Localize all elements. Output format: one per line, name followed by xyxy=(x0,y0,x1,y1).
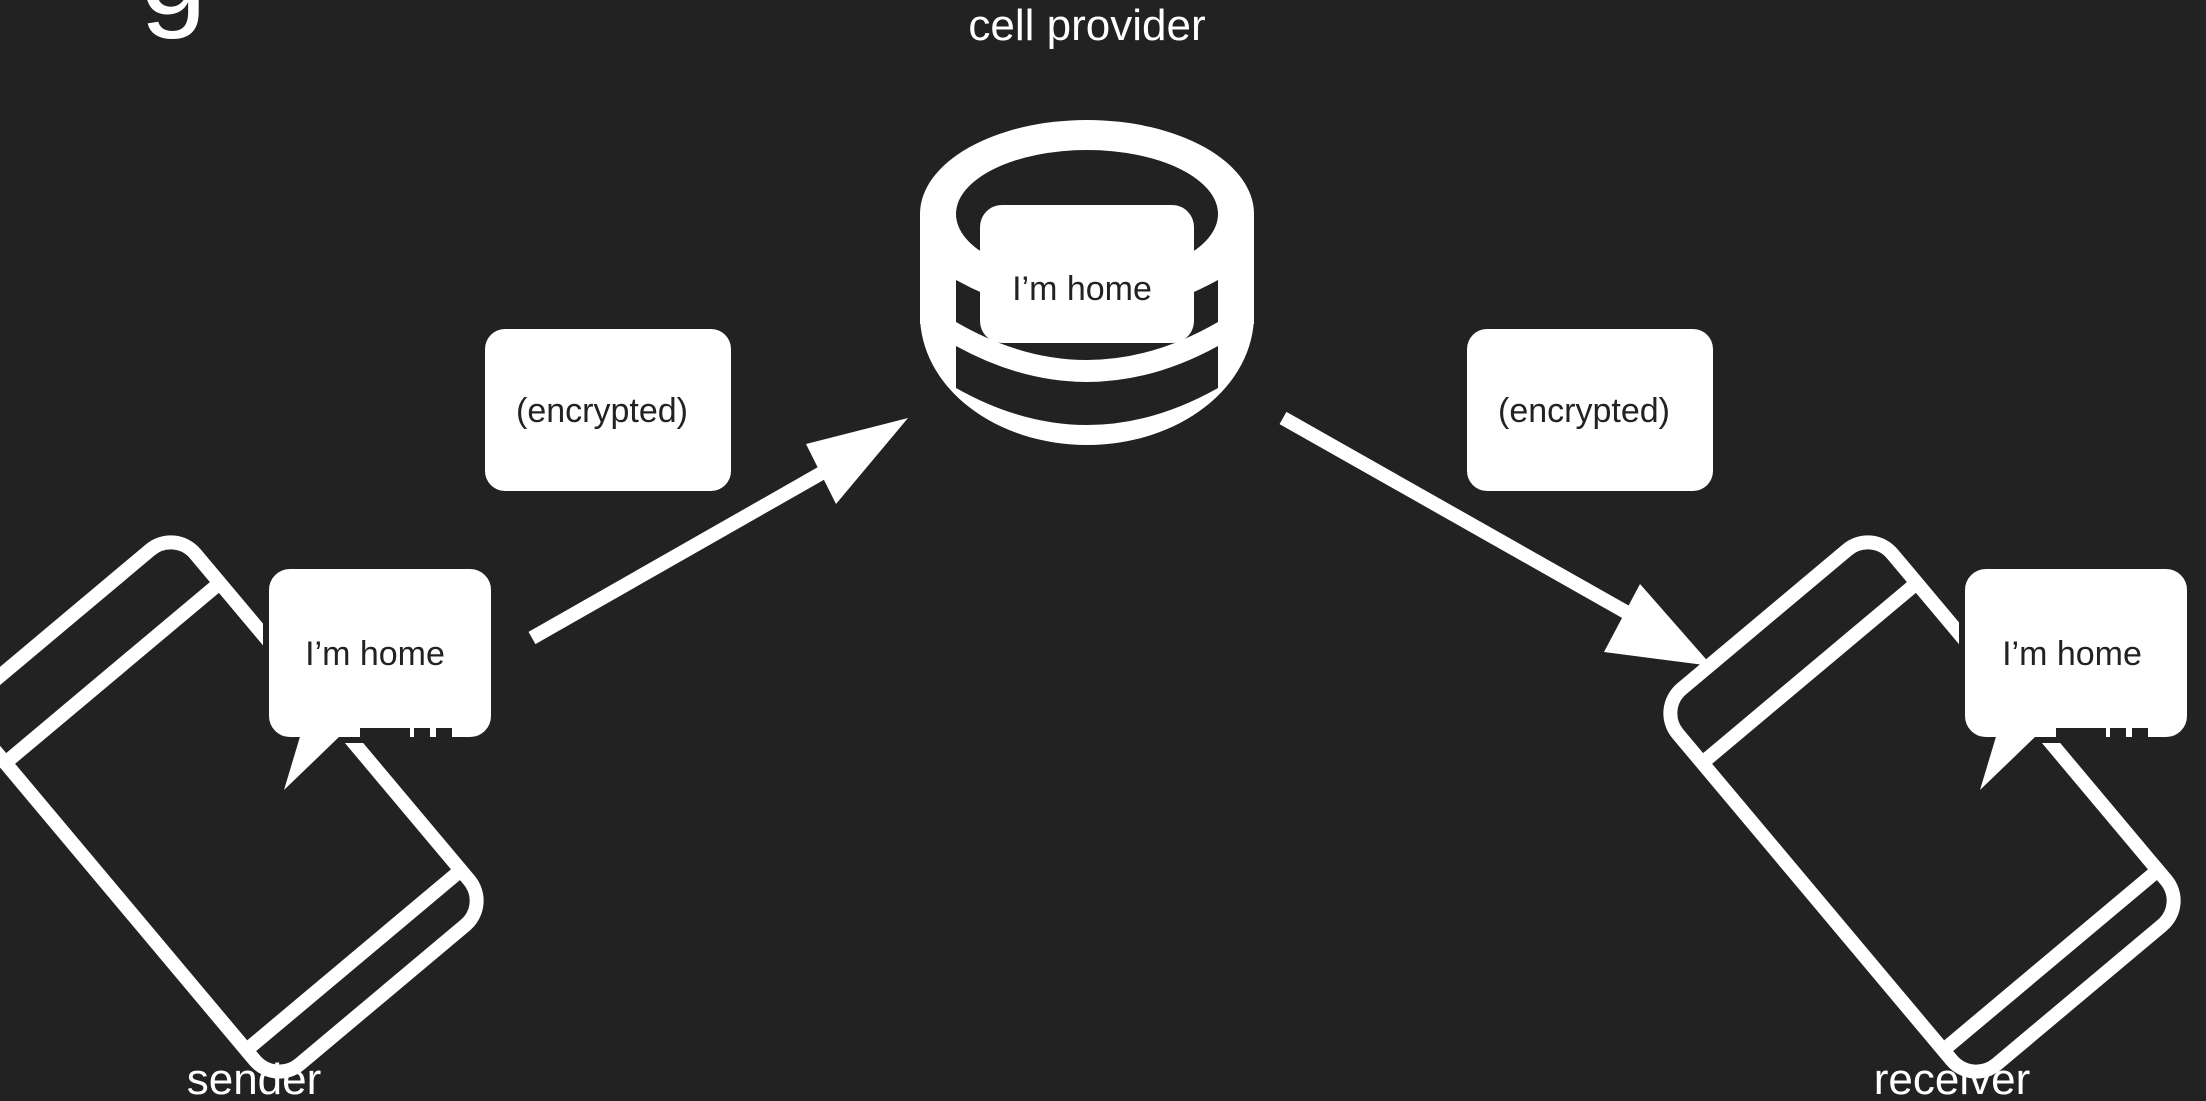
page-title-fragment: g xyxy=(140,0,207,40)
provider-message-text: I’m home xyxy=(1012,270,1152,308)
arrow-provider-to-receiver xyxy=(1279,411,1712,666)
sender-speech-bubble: I’m home xyxy=(263,563,497,790)
encrypted-label-right: (encrypted) xyxy=(1498,392,1670,430)
encrypted-message-box-right: (encrypted) xyxy=(1467,329,1713,491)
cell-provider-label: cell provider xyxy=(968,1,1205,50)
receiver-speech-bubble: I’m home xyxy=(1959,563,2193,790)
sender-message-text: I’m home xyxy=(305,635,445,673)
arrow-sender-to-provider xyxy=(528,418,908,645)
cell-provider-database-icon: I’m home xyxy=(920,120,1254,445)
encrypted-message-box-left: (encrypted) xyxy=(485,329,731,491)
receiver-label: receiver xyxy=(1874,1055,2031,1101)
sender-label: sender xyxy=(187,1055,322,1101)
encrypted-label-left: (encrypted) xyxy=(516,392,688,430)
receiver-message-text: I’m home xyxy=(2002,635,2142,673)
